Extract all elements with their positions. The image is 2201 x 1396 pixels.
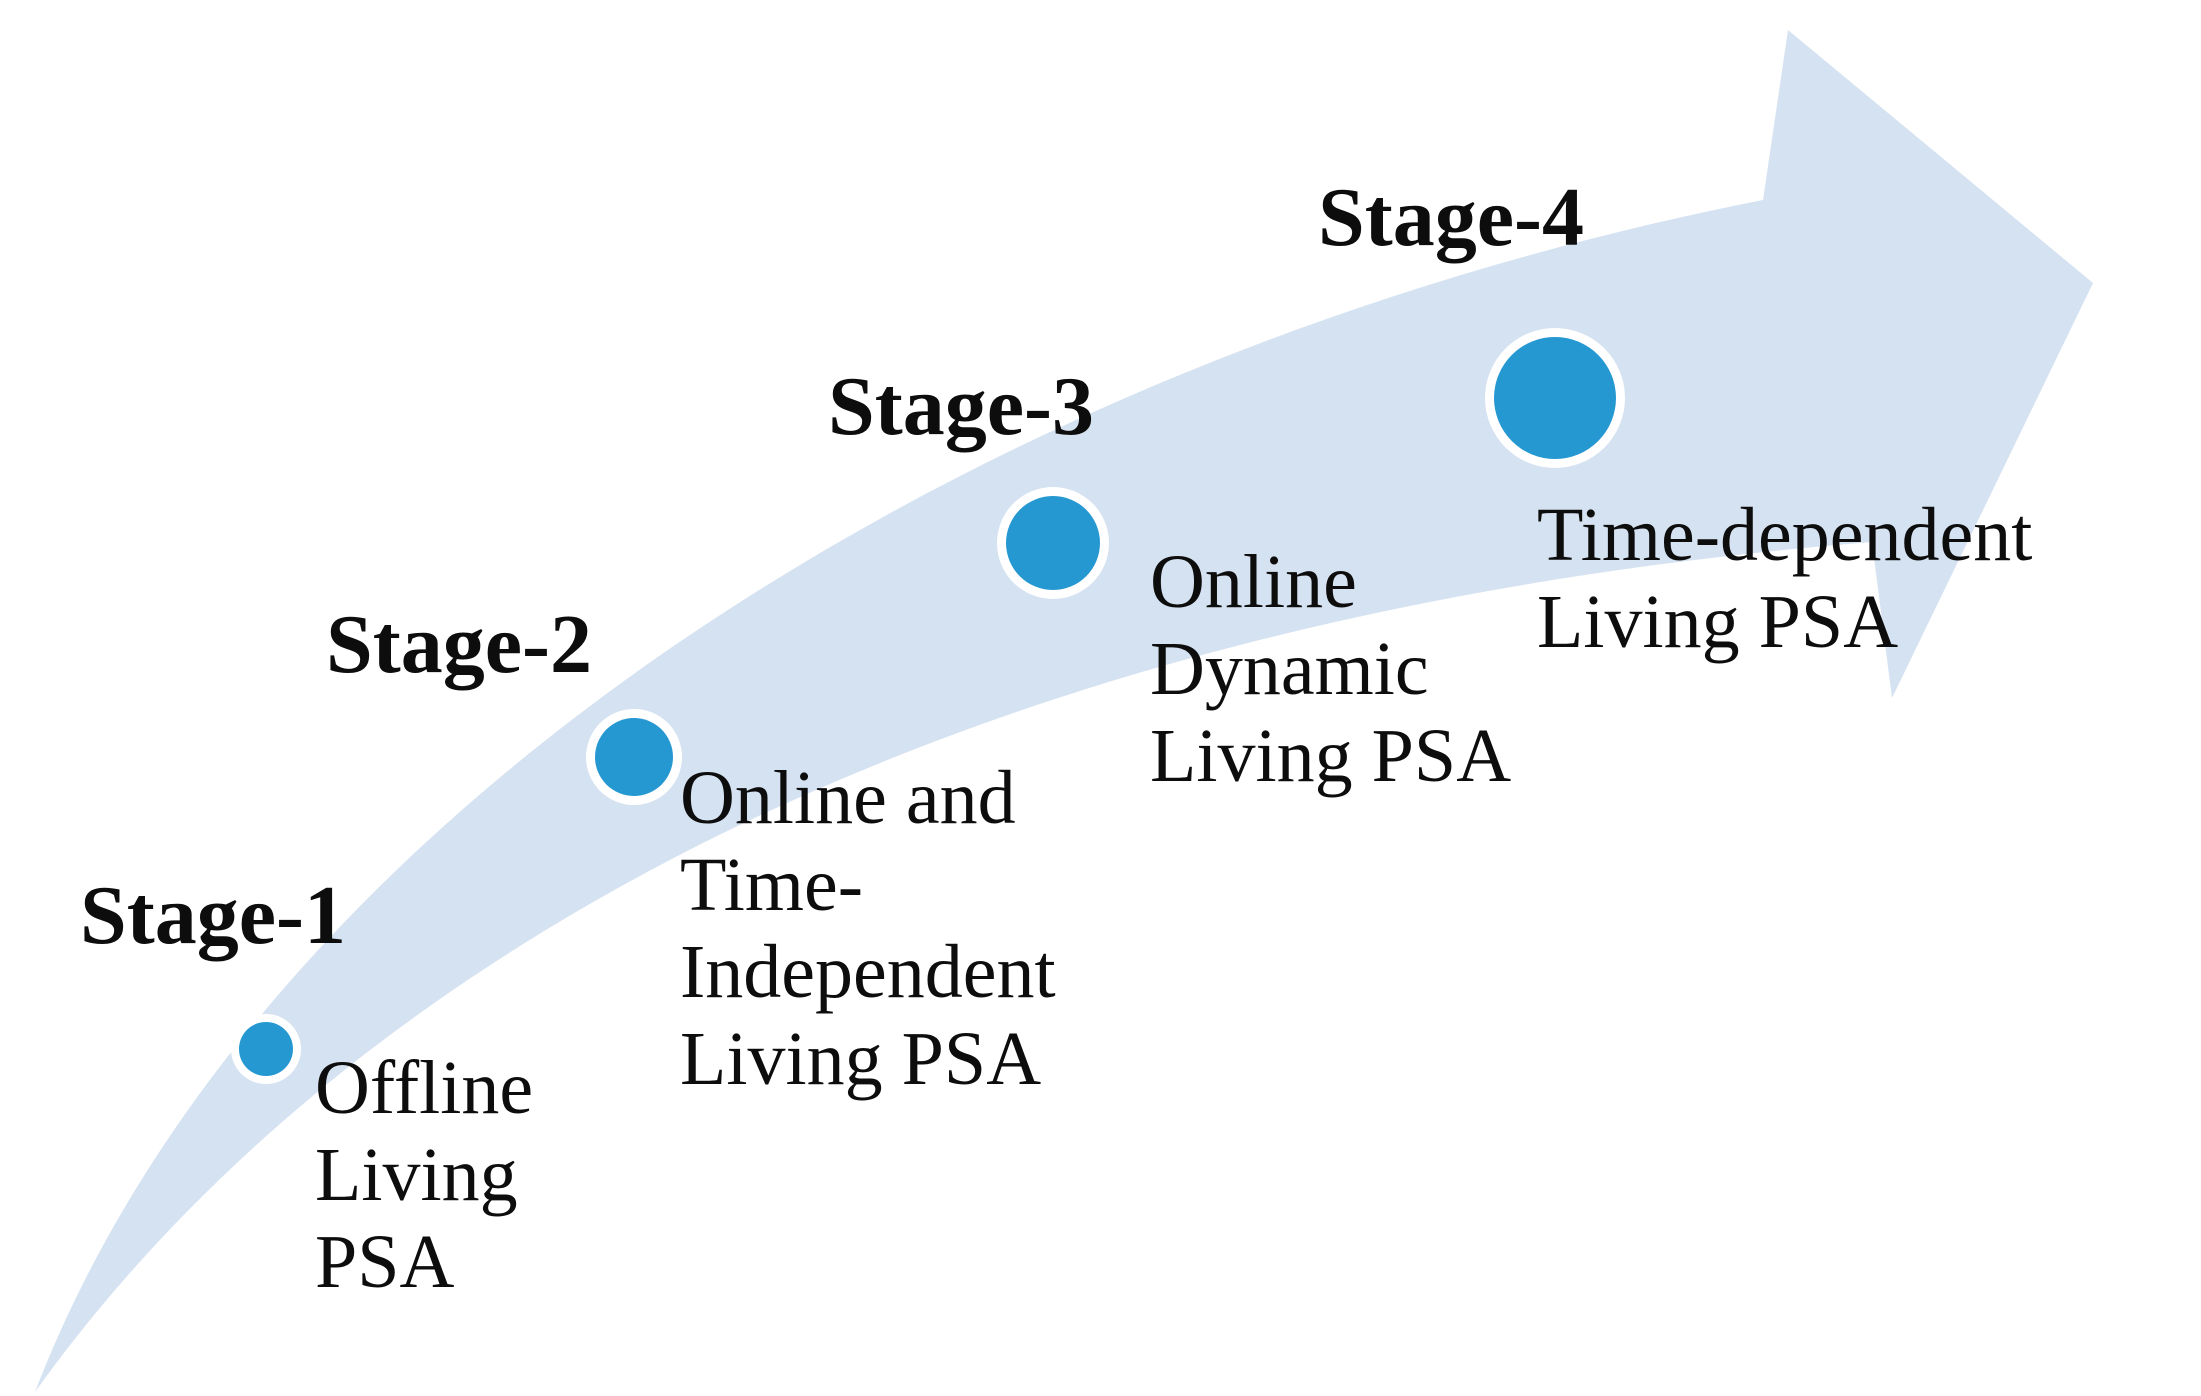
stage-2-marker	[595, 718, 673, 796]
stage-4-description-line: Time-dependent	[1537, 493, 2032, 577]
stage-4-marker	[1494, 337, 1616, 459]
stage-2-description-line: Time-	[680, 843, 863, 927]
stage-2-label: Stage-2	[326, 598, 592, 691]
stage-4-label: Stage-4	[1318, 171, 1584, 264]
stage-1-marker	[239, 1022, 293, 1076]
stage-1: Stage-1 Offline Living PSA	[80, 869, 552, 1304]
stage-3-label: Stage-3	[828, 360, 1094, 453]
stage-1-description-line: Offline	[315, 1046, 533, 1130]
stage-1-description: Offline Living PSA	[315, 1046, 552, 1304]
stage-3-description-line: Living PSA	[1150, 714, 1511, 798]
stage-3-description-line: Online	[1150, 540, 1357, 624]
stage-3-description-line: Dynamic	[1150, 627, 1429, 711]
stage-1-label: Stage-1	[80, 869, 346, 962]
stage-3-marker	[1006, 496, 1100, 590]
stage-3-description: Online Dynamic Living PSA	[1150, 540, 1511, 798]
stage-4: Stage-4 Time-dependent Living PSA	[1318, 171, 2051, 664]
stage-1-description-line: PSA	[315, 1220, 455, 1304]
stage-2-description-line: Online and	[680, 756, 1016, 840]
stage-1-description-line: Living	[315, 1133, 518, 1217]
stage-4-description: Time-dependent Living PSA	[1537, 493, 2051, 664]
stage-2: Stage-2 Online and Time- Independent Liv…	[326, 598, 1075, 1101]
stage-2-description-line: Living PSA	[680, 1017, 1041, 1101]
stage-3: Stage-3 Online Dynamic Living PSA	[828, 360, 1511, 798]
stage-2-description-line: Independent	[680, 930, 1056, 1014]
stage-4-description-line: Living PSA	[1537, 580, 1898, 664]
stage-2-description: Online and Time- Independent Living PSA	[680, 756, 1075, 1101]
